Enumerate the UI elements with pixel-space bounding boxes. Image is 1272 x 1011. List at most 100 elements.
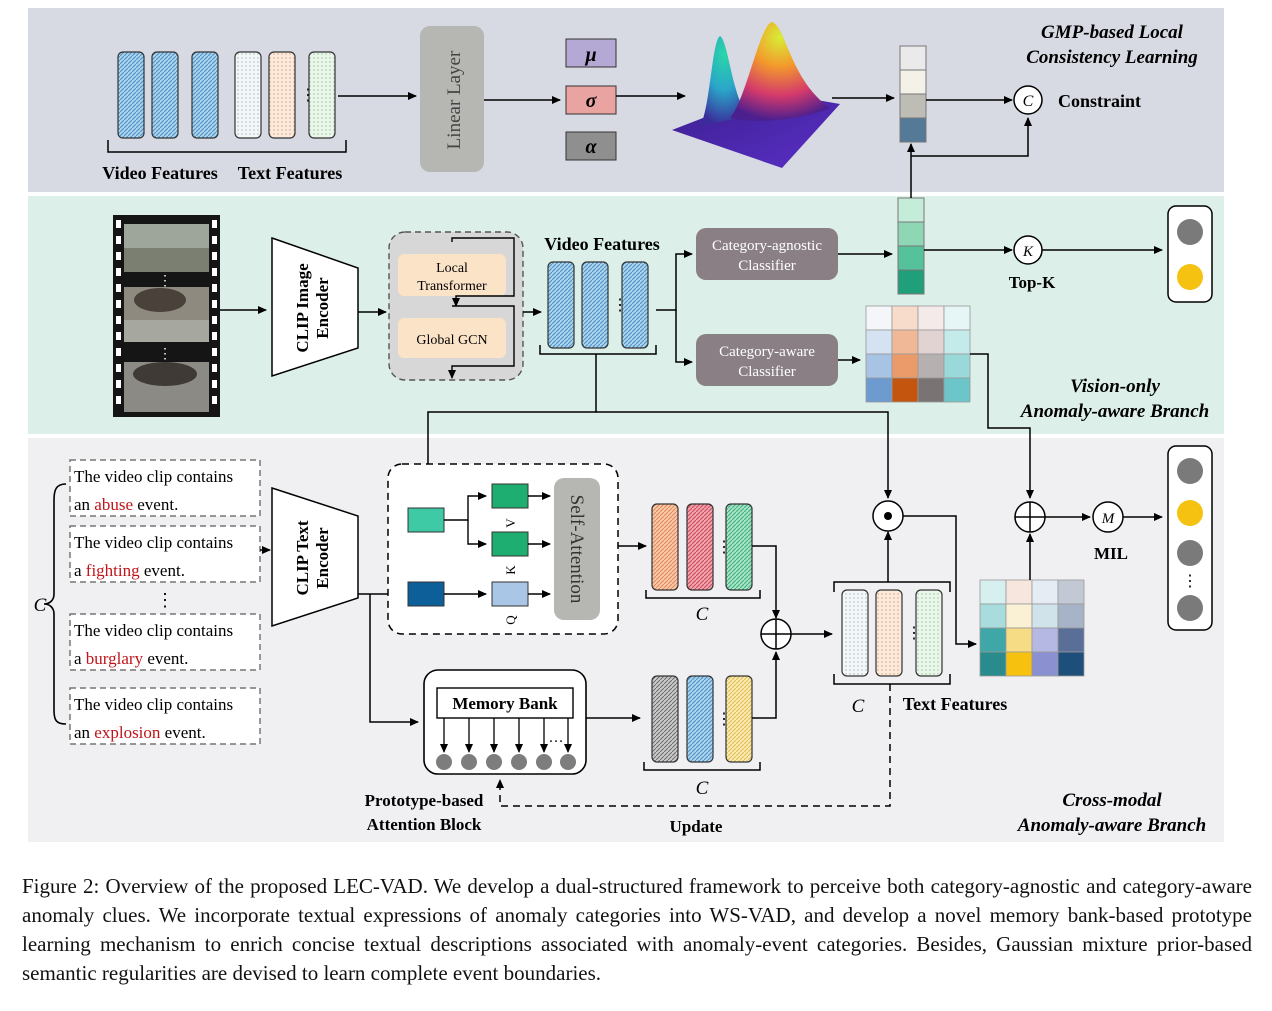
prompt-2: The video clip contains a fighting event…	[69, 525, 261, 583]
svg-text:The video clip contains: The video clip contains	[74, 533, 233, 552]
cross-branch-title-1: Cross-modal	[1062, 790, 1162, 811]
key-label: K	[503, 565, 518, 575]
top-video-features-label: Video Features	[102, 163, 217, 183]
local-transformer-box	[398, 254, 506, 296]
vision-branch-title-2: Anomaly-aware Branch	[1020, 401, 1209, 422]
value-token	[491, 483, 529, 509]
prototype-bracket	[643, 762, 761, 771]
similarity-matrix	[979, 579, 1085, 677]
svg-text:⋮: ⋮	[158, 274, 172, 289]
svg-text:The video clip contains: The video clip contains	[74, 467, 233, 486]
cross-branch-title-2: Anomaly-aware Branch	[1017, 815, 1206, 836]
mil-symbol: M	[1101, 511, 1116, 527]
attention-bracket	[645, 590, 761, 599]
prompts-brace	[43, 483, 67, 725]
mu-box	[565, 38, 617, 68]
gaussian-mixture-plot	[672, 22, 840, 168]
aware-output-ellipsis: ⋮	[1182, 573, 1198, 590]
text-features-bracket-top	[833, 581, 951, 592]
clip-text-encoder-label-1: CLIP Text	[293, 520, 312, 595]
aware-output-dot-2	[1177, 500, 1203, 526]
alpha-box	[565, 131, 617, 161]
prototype-c-label: C	[696, 778, 709, 799]
dot-to-similarity	[903, 515, 977, 648]
topk-symbol: K	[1022, 244, 1034, 260]
top-text-features-label: Text Features	[238, 163, 342, 183]
top-text-feature-bars: ⋮	[234, 51, 336, 139]
video-features-bracket	[539, 345, 657, 355]
value-label: V	[503, 518, 518, 528]
agnostic-output-dot-1	[1177, 219, 1203, 245]
constraint-label: Constraint	[1058, 91, 1141, 111]
prototype-to-sum	[752, 651, 780, 719]
category-agnostic-label-2: Classifier	[738, 258, 796, 274]
text-features-label: Text Features	[903, 694, 1007, 714]
gmp-title-line2: Consistency Learning	[1026, 47, 1198, 68]
clip-image-encoder	[271, 236, 359, 378]
aware-output-dot-1	[1177, 458, 1203, 484]
video-features-label: Video Features	[544, 234, 659, 254]
local-transformer-label-1: Local	[436, 261, 468, 276]
prompt-ellipsis: ⋮	[156, 590, 174, 610]
text-features-c-label: C	[852, 696, 865, 717]
sigma-box	[565, 85, 617, 115]
video-features-to-dot	[596, 411, 892, 499]
topk-label: Top-K	[1009, 273, 1056, 292]
svg-text:a burglary event.: a burglary event.	[74, 649, 188, 668]
prompts-c-label: C	[34, 595, 47, 616]
prompt-4: The video clip contains an explosion eve…	[69, 687, 261, 745]
video-token-split	[444, 492, 487, 521]
alpha-label: α	[585, 136, 597, 158]
svg-text:The video clip contains: The video clip contains	[74, 695, 233, 714]
aware-to-fusion	[970, 353, 1034, 499]
text-feature-bars: ⋮	[841, 589, 943, 677]
category-agnostic-classifier	[696, 228, 838, 280]
prototype-label-1: Prototype-based	[365, 791, 484, 810]
video-film-strip: ⋮ ⋮	[113, 215, 220, 417]
attention-to-sum	[752, 545, 780, 619]
arrow-to-aware	[675, 310, 693, 366]
prototype-label-2: Attention Block	[367, 815, 482, 834]
update-path	[496, 684, 891, 807]
svg-text:an abuse event.: an abuse event.	[74, 495, 178, 514]
attention-feature-bars: ⋮	[651, 503, 753, 591]
sigma-label: σ	[586, 90, 598, 112]
video-features-to-cross	[424, 354, 597, 505]
svg-text:…: …	[549, 730, 564, 746]
framework-diagram: GMP-based Local Consistency Learning ⋮ ⋮…	[28, 8, 1224, 842]
clip-image-encoder-label-2: Encoder	[313, 277, 332, 339]
figure-caption: Figure 2: Overview of the proposed LEC-V…	[22, 874, 1252, 985]
video-token-split-2	[467, 520, 487, 548]
fusion-symbol	[1015, 502, 1045, 532]
text-token	[407, 581, 445, 607]
aware-score-matrix	[865, 305, 971, 403]
update-label: Update	[670, 817, 723, 836]
category-agnostic-label-1: Category-agnostic	[712, 238, 822, 254]
top-video-feature-bars: ⋮	[117, 51, 219, 139]
prompt-1: The video clip contains an abuse event.	[69, 459, 261, 517]
sum-symbol	[761, 619, 791, 649]
video-token	[407, 507, 445, 533]
self-attention-box	[554, 478, 600, 620]
clip-image-encoder-label-1: CLIP Image	[293, 263, 312, 353]
mil-label: MIL	[1094, 544, 1128, 563]
memory-bank-label: Memory Bank	[452, 694, 558, 713]
prompt-3: The video clip contains a burglary event…	[69, 613, 261, 671]
query-label: Q	[503, 615, 518, 625]
svg-text:an explosion event.: an explosion event.	[74, 723, 206, 742]
category-aware-classifier	[696, 334, 838, 386]
constraint-node	[1013, 85, 1043, 115]
linear-layer-box	[420, 26, 484, 172]
category-aware-label-2: Classifier	[738, 364, 796, 380]
svg-text:The video clip contains: The video clip contains	[74, 621, 233, 640]
text-features-bracket-bottom	[833, 674, 951, 685]
constraint-symbol: C	[1023, 93, 1034, 110]
top-score-column	[899, 45, 927, 143]
arrow-to-agnostic	[656, 250, 693, 311]
query-token	[491, 581, 529, 607]
attention-c-label: C	[696, 604, 709, 625]
agnostic-output-dot-2	[1177, 264, 1203, 290]
linear-layer-label: Linear Layer	[444, 50, 465, 149]
memory-bank-box	[436, 687, 574, 719]
link-to-constraint	[911, 117, 1032, 157]
